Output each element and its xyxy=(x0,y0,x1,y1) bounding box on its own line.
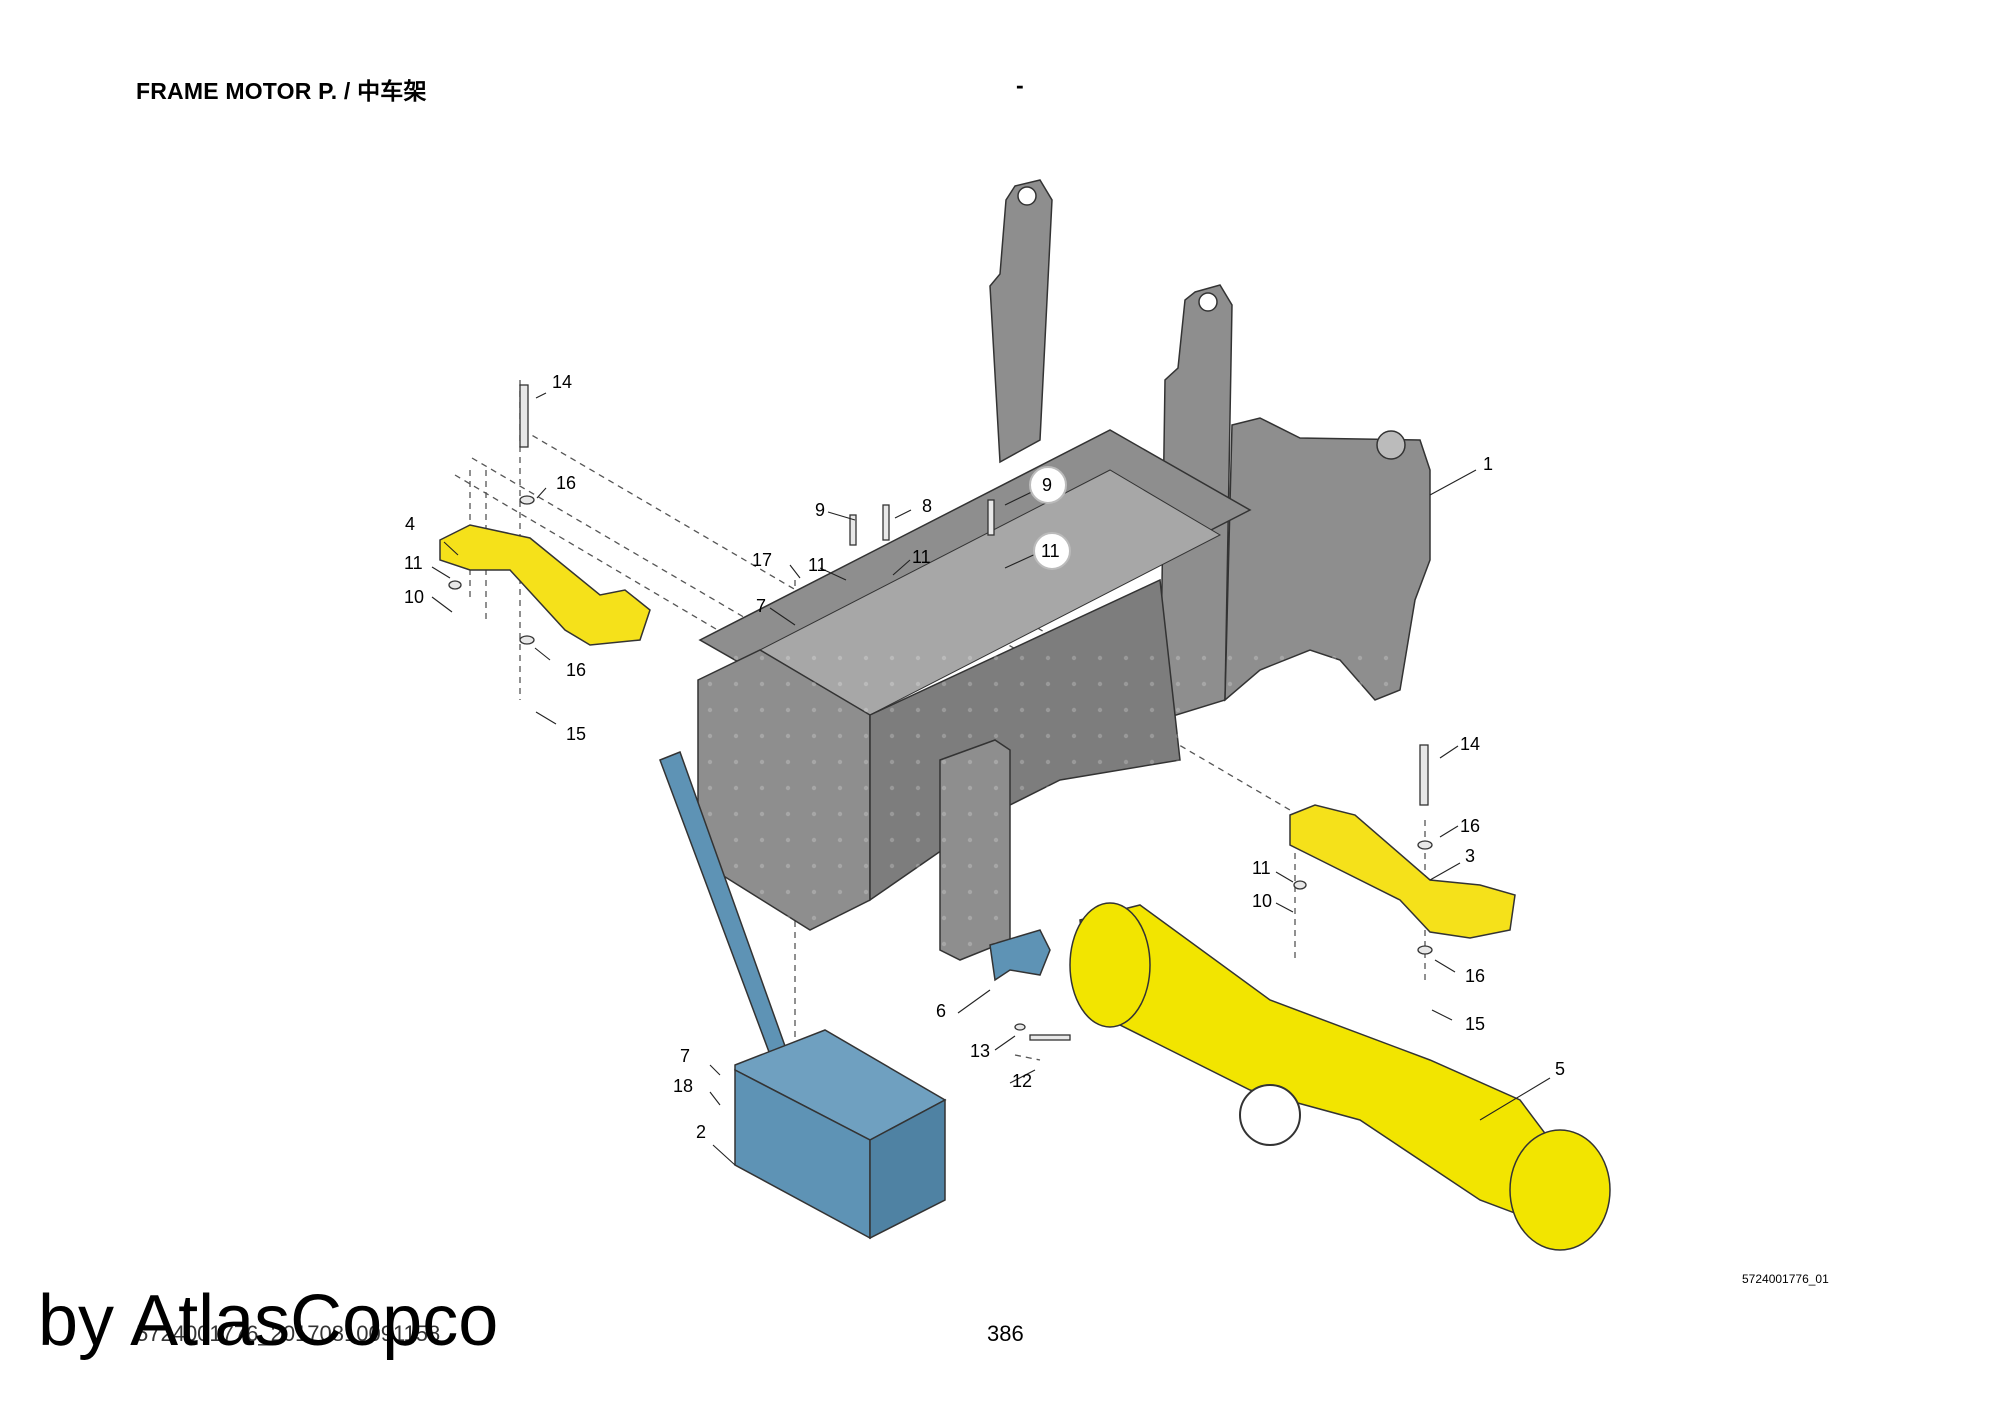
callout-9-left: 9 xyxy=(815,500,825,520)
bracket-part-4 xyxy=(439,524,651,646)
page-number: 386 xyxy=(987,1321,1024,1346)
callout-7-upper: 7 xyxy=(756,596,766,616)
axle-part-5 xyxy=(1069,902,1611,1251)
callout-10-right: 10 xyxy=(1252,891,1272,911)
page-title: FRAME MOTOR P. / 中车架 xyxy=(136,78,427,104)
callout-5: 5 xyxy=(1555,1059,1565,1079)
callout-7-lower: 7 xyxy=(680,1046,690,1066)
callout-6: 6 xyxy=(936,1001,946,1021)
callout-16-upper-right: 16 xyxy=(1460,816,1480,836)
callout-11-circled: 11 xyxy=(1041,541,1060,561)
bracket-part-3 xyxy=(1289,804,1516,939)
callout-13: 13 xyxy=(970,1041,990,1061)
callout-circle-11 xyxy=(1033,532,1071,570)
callout-17: 17 xyxy=(752,550,772,570)
watermark: by AtlasCopco xyxy=(38,1281,499,1361)
callout-8: 8 xyxy=(922,496,932,516)
callout-1: 1 xyxy=(1483,454,1493,474)
callout-11-mid-a: 11 xyxy=(808,555,827,575)
callout-12: 12 xyxy=(1012,1071,1032,1091)
callout-4: 4 xyxy=(405,514,415,534)
callout-9-circled: 9 xyxy=(1042,475,1052,495)
callout-16-lower-right: 16 xyxy=(1465,966,1485,986)
callout-circle-9 xyxy=(1029,466,1067,504)
main-frame-part-1 xyxy=(697,179,1530,961)
callout-11-left: 11 xyxy=(404,553,423,573)
header-dash: - xyxy=(1016,72,1024,98)
callout-15-left: 15 xyxy=(566,724,586,744)
callout-16-lower-left: 16 xyxy=(566,660,586,680)
callout-14-left: 14 xyxy=(552,372,572,392)
fasteners xyxy=(448,384,1433,1041)
callout-10-left: 10 xyxy=(404,587,424,607)
callout-16-upper-left: 16 xyxy=(556,473,576,493)
leader-lines xyxy=(431,392,1551,1166)
drawing-id: 5724001776_01 xyxy=(1742,1272,1829,1286)
callout-2: 2 xyxy=(696,1122,706,1142)
callout-11-mid-b: 11 xyxy=(912,547,931,567)
document-code: 5724001776_20170810091158 xyxy=(136,1321,441,1346)
clamp-part-6 xyxy=(989,929,1051,982)
callout-15-right: 15 xyxy=(1465,1014,1485,1034)
callout-11-right: 11 xyxy=(1252,858,1271,878)
tank-part-2 xyxy=(659,751,947,1240)
callout-3: 3 xyxy=(1465,846,1475,866)
callout-labels: 1 2 3 4 5 6 7 7 8 9 9 10 10 11 11 11 11 … xyxy=(404,372,1565,1142)
callout-14-right: 14 xyxy=(1460,734,1480,754)
callout-18: 18 xyxy=(673,1076,693,1096)
